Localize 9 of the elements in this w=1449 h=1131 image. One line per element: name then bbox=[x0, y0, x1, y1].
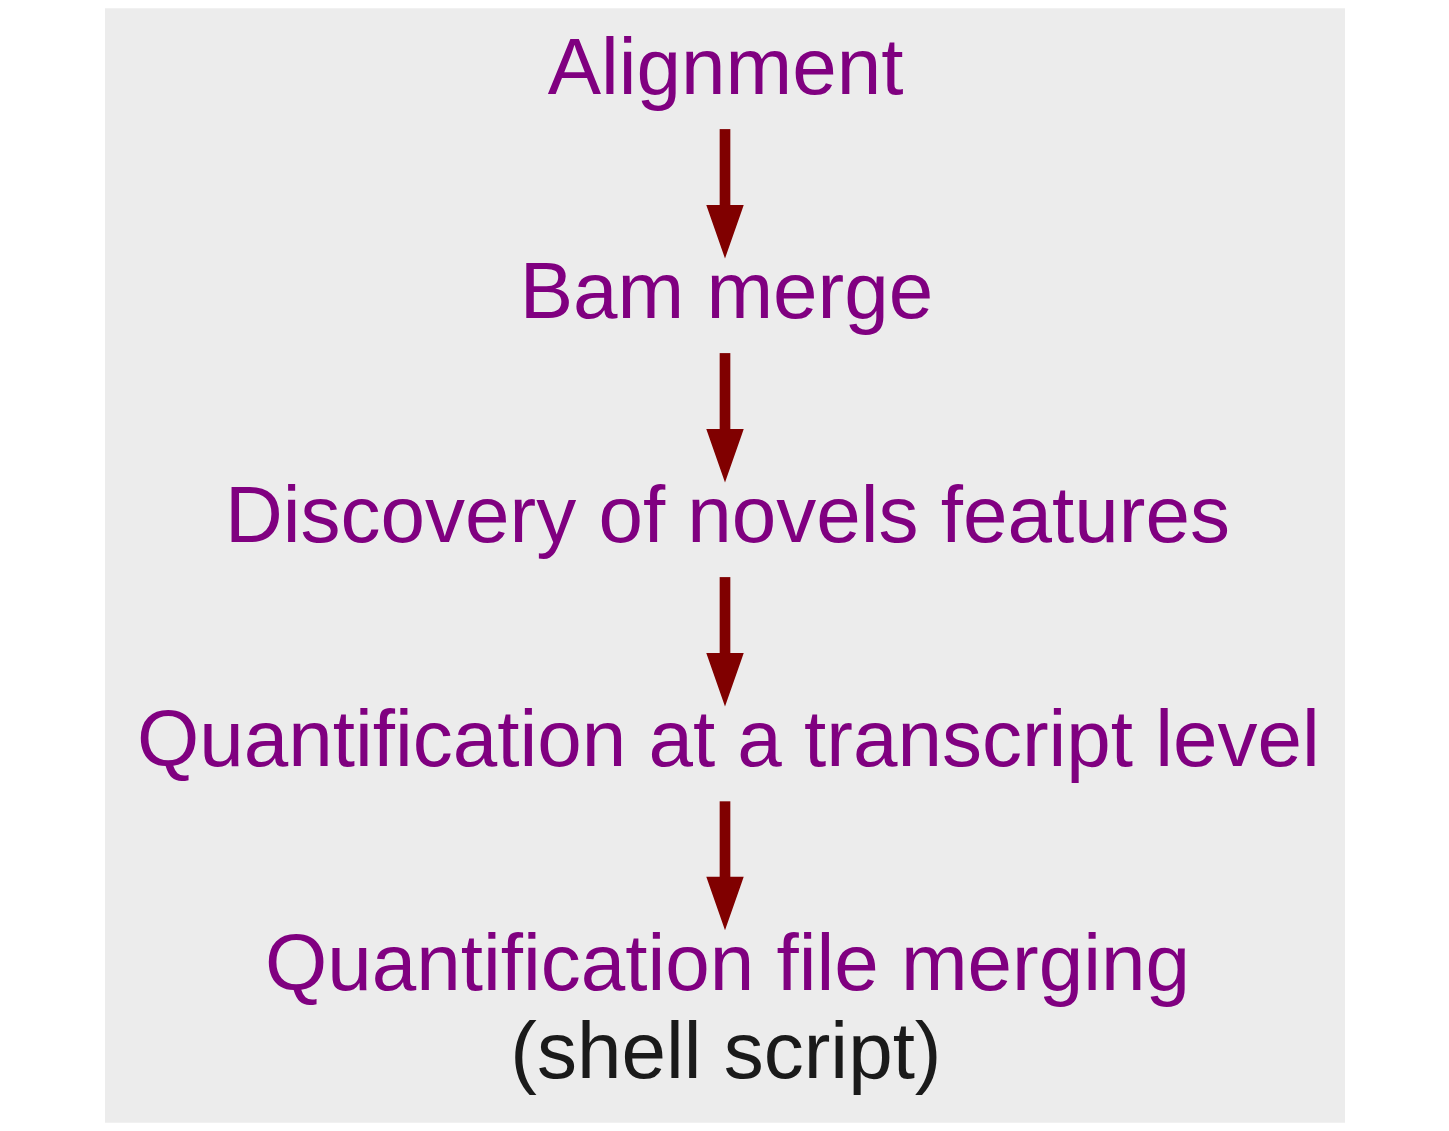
arrow bbox=[705, 353, 744, 483]
node-text: Bam merge bbox=[519, 245, 933, 335]
node-text: Quantification at a transcript level bbox=[136, 693, 1320, 783]
node-text: Discovery of novels features bbox=[224, 469, 1230, 559]
arrow bbox=[705, 801, 744, 931]
arrow bbox=[705, 129, 744, 259]
node-text: Quantification file merging (shell script) bbox=[264, 917, 1190, 1095]
arrow bbox=[705, 577, 744, 707]
node-text: Alignment bbox=[547, 21, 903, 111]
